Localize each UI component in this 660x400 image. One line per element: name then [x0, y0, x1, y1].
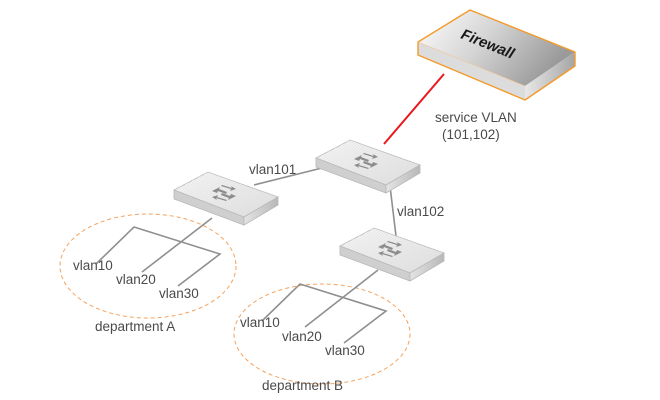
switch-arrows-icon — [378, 241, 402, 257]
vlan102-label: vlan102 — [397, 204, 444, 219]
department-b-outline — [233, 283, 411, 385]
department-a-switch[interactable] — [173, 171, 279, 226]
core-switch[interactable] — [315, 139, 421, 194]
switch-arrows-icon — [354, 153, 378, 169]
service-vlan-link — [383, 73, 445, 145]
dept-a-vlan10-label: vlan10 — [73, 258, 113, 273]
vlan101-label: vlan101 — [249, 162, 296, 177]
switch-side-face — [409, 252, 445, 282]
dept-b-vlan30-label: vlan30 — [325, 343, 365, 358]
dept-b-vlan10-label: vlan10 — [240, 315, 280, 330]
switch-arrows-icon — [212, 185, 236, 201]
switch-side-face — [243, 196, 279, 226]
vlan101-link — [253, 167, 323, 186]
service-vlan-label-line1: service VLAN — [435, 110, 517, 125]
dept-a-vlan20-label: vlan20 — [116, 272, 156, 287]
dept-b-label: department B — [262, 378, 343, 393]
dept-b-vlan20-label: vlan20 — [282, 329, 322, 344]
firewall-device[interactable]: Firewall — [417, 9, 576, 101]
department-a-wiring — [95, 217, 222, 287]
dept-a-label: department A — [95, 319, 175, 334]
switch-side-face — [385, 164, 421, 194]
dept-a-vlan30-label: vlan30 — [159, 286, 199, 301]
vlan102-link — [389, 185, 397, 237]
department-a-outline — [59, 213, 237, 319]
department-b-switch[interactable] — [339, 227, 445, 282]
service-vlan-label-line2: (101,102) — [442, 127, 500, 142]
department-b-wiring — [261, 269, 388, 344]
